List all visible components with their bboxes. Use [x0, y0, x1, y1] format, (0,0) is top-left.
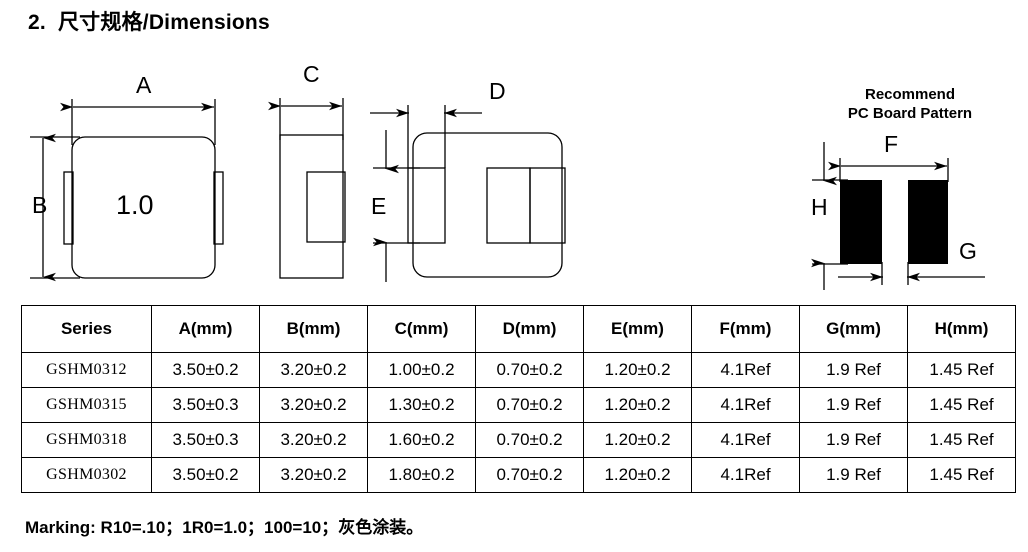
dim-label-d: D: [489, 78, 506, 104]
cell-c: 1.60±0.2: [367, 422, 476, 458]
cell-b: 3.20±0.2: [259, 352, 368, 388]
table-row: GSHM0318 3.50±0.3 3.20±0.2 1.60±0.2 0.70…: [21, 422, 1016, 458]
col-header-series: Series: [21, 305, 152, 353]
table-header-row: Series A(mm) B(mm) C(mm) D(mm) E(mm) F(m…: [21, 305, 1016, 353]
table-row: GSHM0302 3.50±0.2 3.20±0.2 1.80±0.2 0.70…: [21, 457, 1016, 493]
cell-series: GSHM0312: [21, 352, 152, 388]
dim-label-f: F: [884, 131, 899, 157]
dimensions-table: Series A(mm) B(mm) C(mm) D(mm) E(mm) F(m…: [21, 305, 1016, 493]
cell-f: 4.1Ref: [691, 457, 800, 493]
pcb-pattern-title: Recommend PC Board Pattern: [847, 86, 973, 123]
cell-a: 3.50±0.3: [151, 387, 260, 423]
cell-e: 1.20±0.2: [583, 387, 692, 423]
dim-label-b: B: [32, 192, 48, 218]
cell-series: GSHM0302: [21, 457, 152, 493]
dim-label-e: E: [371, 193, 387, 219]
cell-f: 4.1Ref: [691, 387, 800, 423]
cell-a: 3.50±0.2: [151, 352, 260, 388]
cell-b: 3.20±0.2: [259, 457, 368, 493]
cell-e: 1.20±0.2: [583, 457, 692, 493]
cell-c: 1.30±0.2: [367, 387, 476, 423]
cell-h: 1.45 Ref: [907, 422, 1016, 458]
cell-g: 1.9 Ref: [799, 352, 908, 388]
cell-series: GSHM0318: [21, 422, 152, 458]
cell-h: 1.45 Ref: [907, 352, 1016, 388]
dim-label-a: A: [136, 72, 152, 98]
section-heading: 2. 尺寸规格/Dimensions: [28, 11, 270, 34]
col-header-f: F(mm): [691, 305, 800, 353]
drawing-area: A B 1.0 C D E Recommend PC Board Pattern…: [30, 61, 985, 290]
col-header-g: G(mm): [799, 305, 908, 353]
marking-note: Marking: R10=.10；1R0=1.0；100=10；灰色涂装。: [25, 518, 424, 537]
col-header-d: D(mm): [475, 305, 584, 353]
col-header-a: A(mm): [151, 305, 260, 353]
pcb-pattern-graphic: [811, 142, 985, 290]
cell-b: 3.20±0.2: [259, 422, 368, 458]
cell-b: 3.20±0.2: [259, 387, 368, 423]
dimensions-table-wrap: Series A(mm) B(mm) C(mm) D(mm) E(mm) F(m…: [21, 305, 1016, 493]
cell-d: 0.70±0.2: [475, 352, 584, 388]
col-header-e: E(mm): [583, 305, 692, 353]
cell-e: 1.20±0.2: [583, 352, 692, 388]
cell-h: 1.45 Ref: [907, 457, 1016, 493]
col-header-c: C(mm): [367, 305, 476, 353]
cell-d: 0.70±0.2: [475, 457, 584, 493]
cell-c: 1.00±0.2: [367, 352, 476, 388]
cell-f: 4.1Ref: [691, 352, 800, 388]
cell-g: 1.9 Ref: [799, 457, 908, 493]
cell-g: 1.9 Ref: [799, 422, 908, 458]
cell-f: 4.1Ref: [691, 422, 800, 458]
dim-label-c: C: [303, 61, 320, 87]
cell-h: 1.45 Ref: [907, 387, 1016, 423]
cell-g: 1.9 Ref: [799, 387, 908, 423]
cell-e: 1.20±0.2: [583, 422, 692, 458]
dim-label-g: G: [959, 238, 977, 264]
table-row: GSHM0315 3.50±0.3 3.20±0.2 1.30±0.2 0.70…: [21, 387, 1016, 423]
cell-a: 3.50±0.2: [151, 457, 260, 493]
cell-d: 0.70±0.2: [475, 387, 584, 423]
col-header-b: B(mm): [259, 305, 368, 353]
cell-d: 0.70±0.2: [475, 422, 584, 458]
table-row: GSHM0312 3.50±0.2 3.20±0.2 1.00±0.2 0.70…: [21, 352, 1016, 388]
cell-a: 3.50±0.3: [151, 422, 260, 458]
col-header-h: H(mm): [907, 305, 1016, 353]
top-view-graphic: [30, 99, 224, 282]
side-view-graphic: [268, 98, 346, 279]
dim-label-h: H: [811, 194, 828, 220]
bottom-view-graphic: [370, 105, 566, 282]
cell-series: GSHM0315: [21, 387, 152, 423]
cell-c: 1.80±0.2: [367, 457, 476, 493]
body-marking-value: 1.0: [116, 190, 154, 220]
